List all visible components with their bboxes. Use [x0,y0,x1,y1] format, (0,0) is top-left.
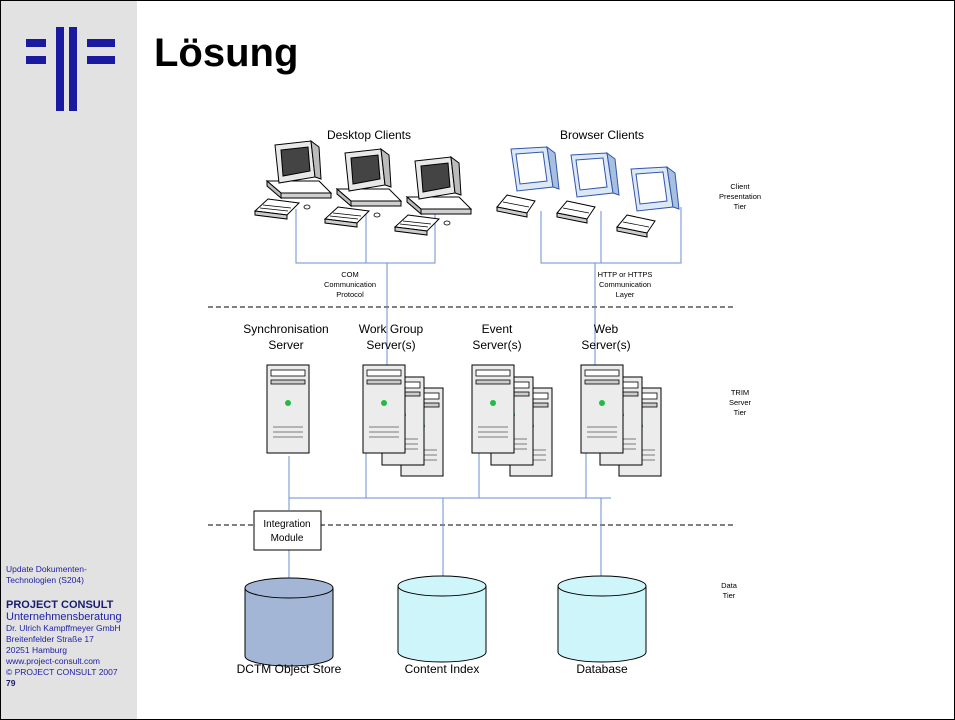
db-object-store-icon [244,577,334,667]
tier-client-line3: Tier [734,202,747,211]
tier-server-line2: Server [729,398,752,407]
page-title: Lösung [154,31,299,75]
tier-server-line3: Tier [734,408,747,417]
workgroup-server-line1: Work Group [359,322,424,336]
workgroup-server-line2: Server(s) [366,338,415,352]
web-server-icon [580,364,662,477]
footer-company-sub: Unternehmensberatung [6,611,122,623]
desktop-clients-label: Desktop Clients [327,128,411,142]
event-server-line2: Server(s) [472,338,521,352]
db-database-icon [557,575,647,663]
browser-clients-label: Browser Clients [560,128,644,142]
integration-module-line2: Module [271,533,304,544]
footer-info: Update Dokumenten- Technologien (S204) P… [6,564,136,689]
footer-person: Dr. Ulrich Kampffmeyer GmbH [6,623,121,633]
sidebar [1,1,137,719]
web-server-line1: Web [594,322,619,336]
http-layer-line3: Layer [616,290,635,299]
sync-server-line1: Synchronisation [243,322,328,336]
com-protocol-line1: COM [341,270,359,279]
web-server-line2: Server(s) [581,338,630,352]
sync-server-line2: Server [268,338,303,352]
workgroup-server-icon [362,364,444,477]
footer-city: 20251 Hamburg [6,645,67,655]
db-database-label: Database [576,662,628,676]
footer-course-line1: Update Dokumenten- [6,564,87,574]
db-object-store-label: DCTM Object Store [237,662,342,676]
event-server-icon [471,364,553,477]
com-protocol-line2: Communication [324,280,376,289]
footer-company: PROJECT CONSULT [6,599,114,611]
tier-data-line2: Tier [723,591,736,600]
footer-street: Breitenfelder Straße 17 [6,634,94,644]
db-content-index-icon [397,575,487,663]
com-protocol-line3: Protocol [336,290,364,299]
tier-client-line1: Client [730,182,750,191]
tier-server-line1: TRIM [731,388,749,397]
http-layer-line2: Communication [599,280,651,289]
footer-copyright: © PROJECT CONSULT 2007 [6,667,118,677]
project-consult-logo-icon [26,27,115,111]
footer-page-number: 79 [6,678,16,688]
http-layer-line1: HTTP or HTTPS [598,270,653,279]
integration-module-line1: Integration [263,519,310,530]
footer-web: www.project-consult.com [6,656,101,666]
tier-client-line2: Presentation [719,192,761,201]
integration-module-box [253,510,322,551]
tier-data-line1: Data [721,581,738,590]
db-content-index-label: Content Index [405,662,480,676]
footer-course-line2: Technologien (S204) [6,575,84,585]
event-server-line1: Event [482,322,513,336]
sync-server-icon [266,364,310,454]
